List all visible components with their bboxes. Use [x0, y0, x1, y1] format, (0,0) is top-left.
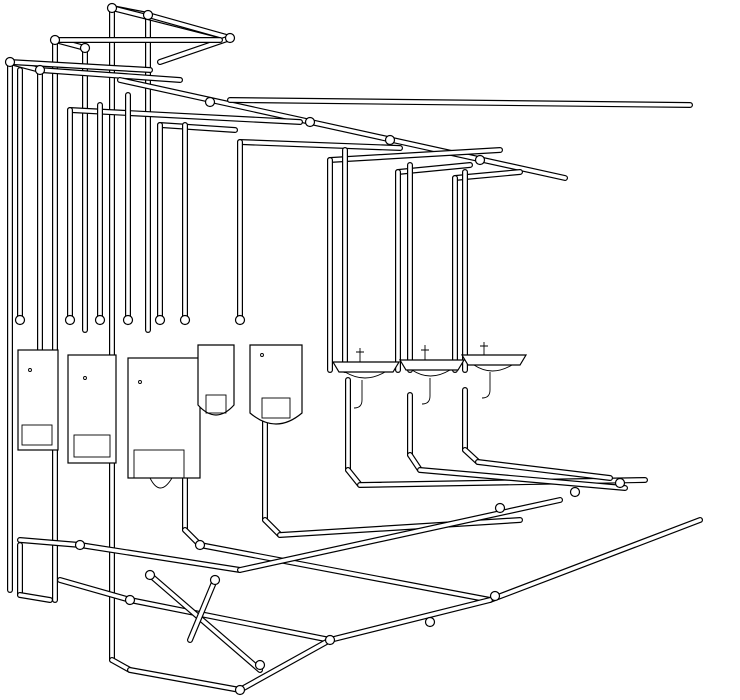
- pipe-segment-fill: [476, 460, 612, 480]
- pipe-fitting: [424, 616, 436, 628]
- pipe-fitting: [14, 314, 26, 326]
- pipe-fitting: [489, 590, 501, 602]
- pipe-fitting: [94, 314, 106, 326]
- pipe-fitting: [234, 684, 246, 696]
- pipe-fitting: [154, 314, 166, 326]
- pipe-segment-fill: [408, 453, 422, 472]
- pipe-segment-fill: [158, 123, 237, 132]
- pipe-fitting: [324, 634, 336, 646]
- pipe-segment-fill: [238, 498, 562, 572]
- pipe-fitting: [106, 2, 118, 14]
- pipe-segment-fill: [328, 598, 492, 642]
- pipe-segment-fill: [78, 543, 242, 572]
- pipe-fitting: [64, 314, 76, 326]
- urinal-2: [249, 344, 303, 425]
- sink-3: [460, 342, 528, 399]
- pipe-segment-fill: [146, 13, 232, 40]
- pipe-segment-fill: [418, 468, 627, 490]
- pipe-fitting: [79, 42, 91, 54]
- pipe-fittings: [4, 2, 626, 696]
- pipe-fitting: [49, 34, 61, 46]
- pipe-segment-fill: [128, 668, 242, 692]
- pipe-segment-fill: [38, 68, 182, 82]
- fixtures-group: [17, 342, 528, 489]
- pipe-fitting: [74, 539, 86, 551]
- pipe-segment-fill: [238, 140, 402, 150]
- pipe-segment-fill: [18, 593, 52, 602]
- pipe-fitting: [234, 314, 246, 326]
- sink-1: [331, 348, 401, 409]
- pipe-fitting: [179, 314, 191, 326]
- sink-2: [398, 345, 466, 405]
- pipe-segment-fill: [358, 478, 647, 487]
- pipe-segment-fill: [128, 598, 332, 642]
- pipe-segment-fill: [68, 108, 302, 124]
- pipe-fitting: [569, 486, 581, 498]
- pipe-fitting: [304, 116, 316, 128]
- pipe-segment-fill: [346, 468, 362, 487]
- pipe-fitting: [34, 64, 46, 76]
- pipe-segment-fill: [263, 518, 282, 537]
- pipe-fitting: [474, 154, 486, 166]
- pipe-fitting: [614, 477, 626, 489]
- pipe-segment-fill: [278, 518, 522, 537]
- pipe-fitting: [122, 314, 134, 326]
- pipe-segment-fill: [110, 658, 132, 672]
- water-heater-3: [127, 357, 201, 489]
- pipe-fitting: [384, 134, 396, 146]
- pipe-segment-fill: [238, 638, 332, 692]
- pipe-fitting: [224, 32, 236, 44]
- pipe-fitting: [124, 594, 136, 606]
- pipe-segment-fill: [118, 78, 567, 180]
- pipe-segment-fill: [148, 573, 262, 672]
- pipe-segment-fill: [18, 538, 82, 547]
- pipe-fitting: [254, 659, 266, 671]
- pipe-fitting: [142, 9, 154, 21]
- pipe-network: [7, 5, 703, 693]
- pipe-segment-fill: [8, 60, 152, 72]
- pipe-fitting: [204, 96, 216, 108]
- pipe-segment-fill: [188, 578, 217, 642]
- water-heater-2: [67, 354, 117, 464]
- pipe-fitting: [194, 539, 206, 551]
- pipe-fitting: [144, 569, 156, 581]
- pipe-fitting: [494, 502, 506, 514]
- pipe-segment-fill: [58, 578, 132, 602]
- pipe-fitting: [4, 56, 16, 68]
- pipe-fitting: [209, 574, 221, 586]
- pipe-segment-fill: [488, 518, 702, 602]
- water-heater-1: [17, 349, 59, 451]
- pipe-segment-fill: [198, 543, 492, 602]
- pipe-segment-fill: [328, 148, 502, 162]
- urinal-1: [197, 344, 235, 416]
- pipe-segment-fill: [228, 98, 692, 107]
